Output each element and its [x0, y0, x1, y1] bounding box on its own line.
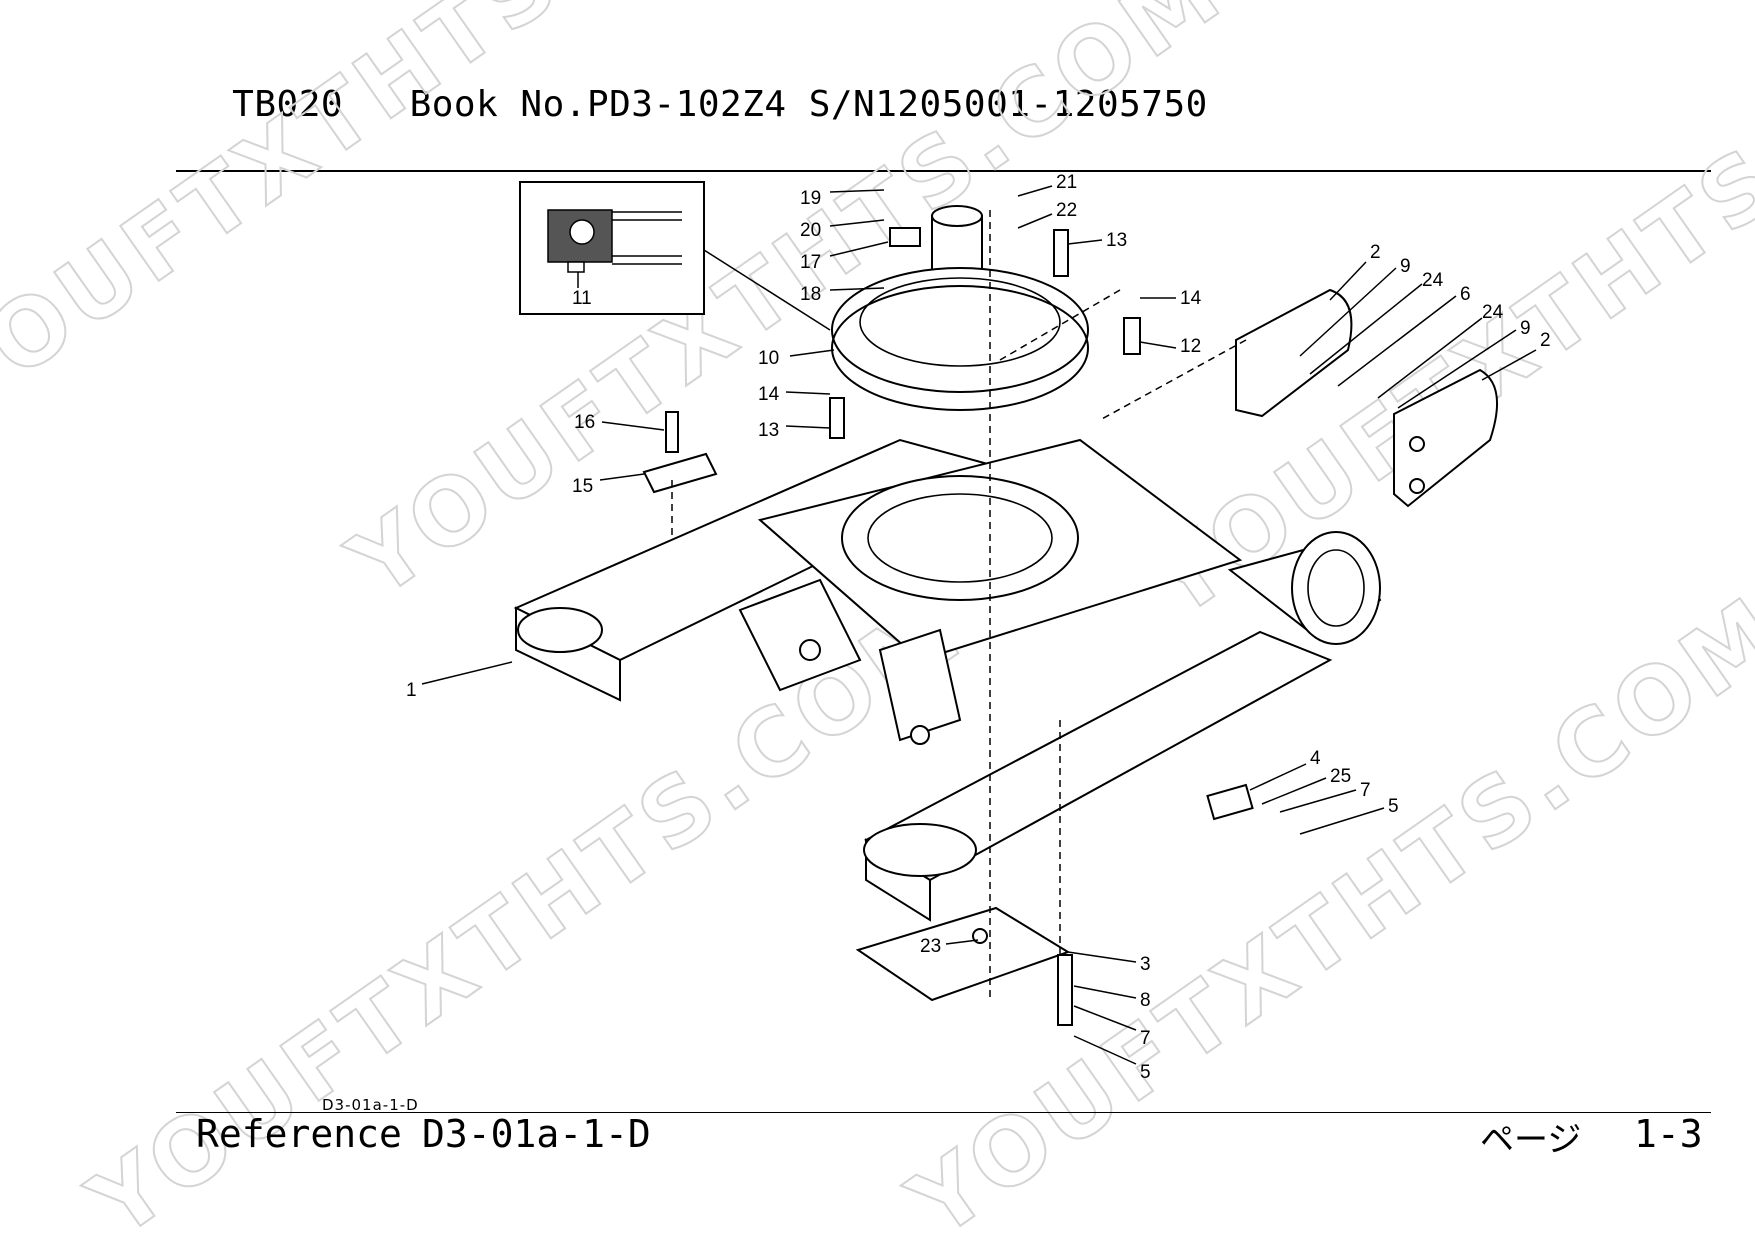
callout-6: 6: [1460, 284, 1471, 305]
reference-value: D3-01a-1-D: [422, 1112, 651, 1156]
watermark-text: YOUFTXTHTS.COM: [890, 575, 1755, 1240]
callout-19: 19: [800, 188, 821, 209]
page-title: TB020 Book No.PD3-102Z4 S/N1205001-12057…: [232, 84, 1208, 125]
small-reference-code: D3-01a-1-D: [322, 1096, 419, 1114]
callout-layer: 1 2 2 3 4 5 5 6 7 7 8 9 9 10 12 13 13: [406, 172, 1551, 1083]
callout-21: 21: [1056, 172, 1077, 193]
callout-23: 23: [920, 936, 941, 957]
callout-7: 7: [1140, 1028, 1151, 1049]
callout-5: 5: [1388, 796, 1399, 817]
callout-17: 17: [800, 252, 821, 273]
callout-5: 5: [1140, 1062, 1151, 1083]
slewing-ring: [831, 267, 1089, 411]
page-label: ページ: [1480, 1120, 1582, 1160]
callout-22: 22: [1056, 200, 1077, 221]
callout-10: 10: [758, 348, 779, 369]
inset-callout-11: 11: [572, 288, 592, 309]
side-covers: [1235, 288, 1499, 508]
callout-7: 7: [1360, 780, 1371, 801]
callout-25: 25: [1330, 766, 1351, 787]
callout-8: 8: [1140, 990, 1151, 1011]
footer-divider: [176, 1112, 1711, 1113]
callout-12: 12: [1180, 336, 1201, 357]
watermark-text: YOUFTXTHTS.COM: [1130, 0, 1755, 639]
page-number: 1-3: [1634, 1112, 1703, 1156]
callout-14: 14: [758, 384, 780, 405]
assembly-lines: [671, 210, 1247, 1000]
callout-18: 18: [800, 284, 821, 305]
callout-9: 9: [1520, 318, 1531, 339]
callout-13: 13: [758, 420, 779, 441]
callout-15: 15: [572, 476, 593, 497]
callout-24: 24: [1422, 270, 1444, 291]
callout-24: 24: [1482, 302, 1504, 323]
bottom-cover: [855, 906, 1071, 1002]
reference-label: Reference: [196, 1112, 402, 1156]
callout-20: 20: [800, 220, 821, 241]
track-frame: [513, 438, 1382, 922]
hardware: [642, 229, 1254, 1026]
callout-13: 13: [1106, 230, 1127, 251]
callout-9: 9: [1400, 256, 1411, 277]
callout-3: 3: [1140, 954, 1151, 975]
callout-2: 2: [1370, 242, 1381, 263]
callout-2: 2: [1540, 330, 1551, 351]
header-divider: [176, 170, 1711, 172]
callout-14: 14: [1180, 288, 1202, 309]
callout-1: 1: [406, 680, 417, 701]
callout-16: 16: [574, 412, 595, 433]
callout-4: 4: [1310, 748, 1321, 769]
inset-detail: [519, 181, 831, 331]
